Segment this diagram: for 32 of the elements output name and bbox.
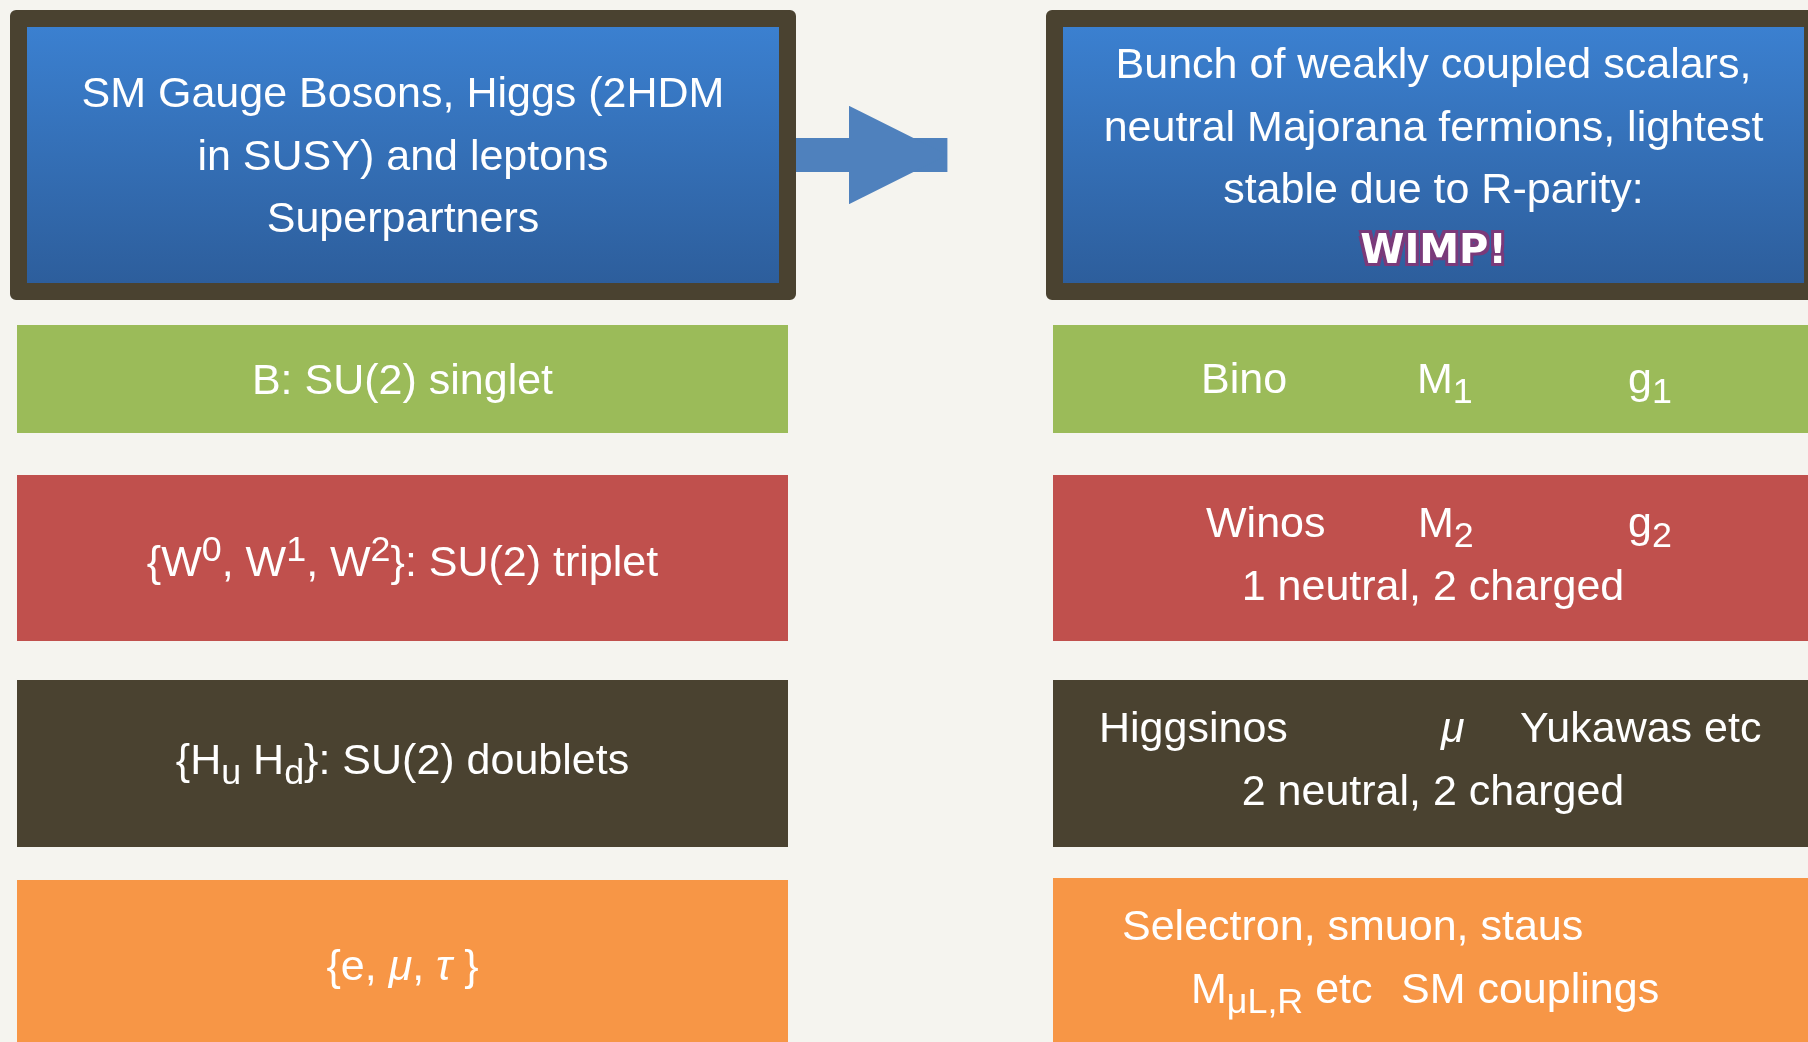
table-row [1053,878,1808,1042]
header-box [1046,10,1808,300]
table-row [1053,475,1808,641]
row-text: B: SU(2) singlet [251,354,554,404]
row-text: Higgsinos [1099,702,1288,753]
header-text: Bunch of weakly coupled scalars, neutral Majorana fermions, lightest stable due to R-parity: [1102,38,1765,215]
table-row [17,475,788,641]
row-text: 2 neutral, 2 charged [1240,765,1626,816]
table-row [17,325,788,433]
row-text: Yukawas etc [1520,702,1762,753]
row-text: {W$^{0}$, W$^{1}$, W$^{2}$}: SU(2) triplet [146,529,659,587]
table-row [1053,325,1808,433]
row-text: {e, μ, τ } [326,940,479,990]
row-text: M$_{μL,R}$ etc [1191,963,1373,1023]
row-text: 1 neutral, 2 charged [1240,560,1626,611]
row-text: Selectron, smuon, staus [1122,900,1584,951]
row-text: M$_{2}$ [1418,497,1474,557]
table-row [1053,680,1808,847]
row-text: Bino [1201,353,1288,404]
block-arrow [796,105,948,205]
row-text: g$_{2}$ [1628,497,1672,557]
highlight-word: WIMP! [1360,224,1507,274]
table-row [17,680,788,847]
row-text: g$_{1}$ [1628,353,1672,413]
row-text: Winos [1206,497,1326,548]
header-box [10,10,796,300]
row-text: {H$_{u}$ H$_{d}$}: SU(2) doublets [175,734,630,793]
row-text: μ [1441,702,1465,753]
row-text: SM couplings [1401,963,1660,1014]
table-row [17,880,788,1042]
row-text: M$_{1}$ [1417,353,1473,413]
header-text: SM Gauge Bosons, Higgs (2HDM in SUSY) and leptons Superpartners [80,67,726,244]
